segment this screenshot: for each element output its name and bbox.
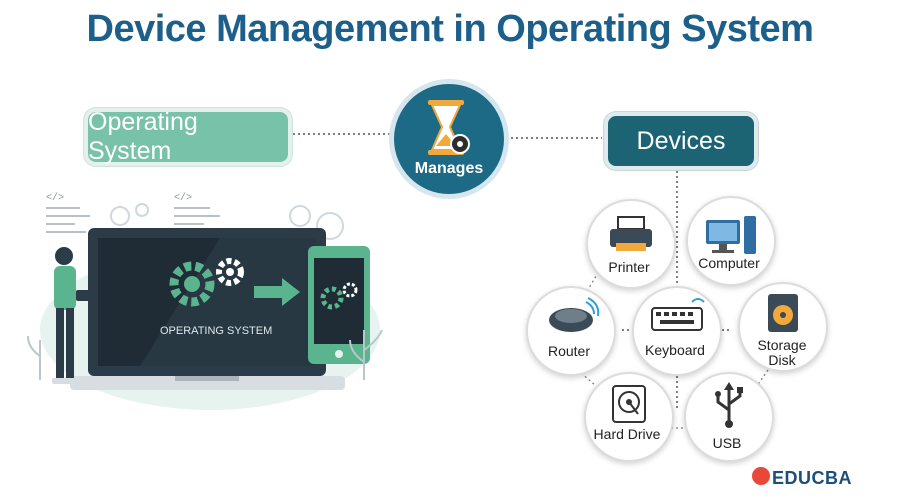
- device-printer-label: Printer: [608, 259, 650, 275]
- devices-label: Devices: [636, 126, 726, 155]
- os-illustration: </> </> OPERATING SYSTEM: [27, 192, 383, 410]
- router-icon: [549, 297, 600, 332]
- laptop-base: [70, 376, 345, 390]
- printer-icon: [610, 216, 652, 251]
- devices-pill: Devices: [604, 112, 758, 170]
- manages-label: Manages: [414, 160, 484, 177]
- arrow-right-icon: [254, 278, 300, 306]
- plant-icon: [27, 329, 383, 380]
- usb-icon: [715, 382, 743, 428]
- code-document-icon: [46, 207, 220, 233]
- page-title: Device Management in Operating System: [86, 8, 814, 50]
- educba-logo: EDUCBA: [772, 468, 853, 488]
- hourglass-gear-icon: [428, 100, 470, 155]
- device-router-label: Router: [547, 343, 591, 359]
- device-keyboard-label: Keyboard: [645, 342, 705, 358]
- storage-disk-icon: [768, 294, 798, 332]
- operating-system-pill: Operating System: [84, 108, 292, 166]
- device-hard-drive-label: Hard Drive: [593, 426, 661, 442]
- keyboard-icon: [651, 298, 705, 331]
- device-usb-label: USB: [712, 435, 742, 451]
- device-printer: [586, 199, 676, 289]
- computer-icon: [706, 216, 756, 254]
- device-keyboard: [632, 286, 722, 376]
- manages-circle: [394, 84, 504, 194]
- operating-system-label: Operating System: [88, 108, 198, 165]
- device-computer: [686, 196, 776, 286]
- screen-text: OPERATING SYSTEM: [160, 325, 272, 337]
- person-icon: [52, 247, 92, 384]
- code-tag-left: </>: [46, 192, 64, 204]
- decorative-gear-icon: [110, 203, 344, 240]
- device-router: [526, 286, 616, 376]
- device-computer-label: Computer: [698, 255, 760, 271]
- phone-gears-icon: [320, 282, 358, 310]
- educba-logo-icon: [752, 467, 770, 485]
- code-tag-right: </>: [174, 192, 192, 204]
- device-hard-drive: [584, 372, 674, 462]
- hard-drive-icon: [612, 385, 646, 423]
- gears-icon: [169, 258, 244, 307]
- tablet-icon: [76, 290, 92, 301]
- device-usb: [684, 372, 774, 462]
- device-storage-disk: [738, 282, 828, 372]
- device-storage-disk-label: Storage Disk: [757, 337, 807, 368]
